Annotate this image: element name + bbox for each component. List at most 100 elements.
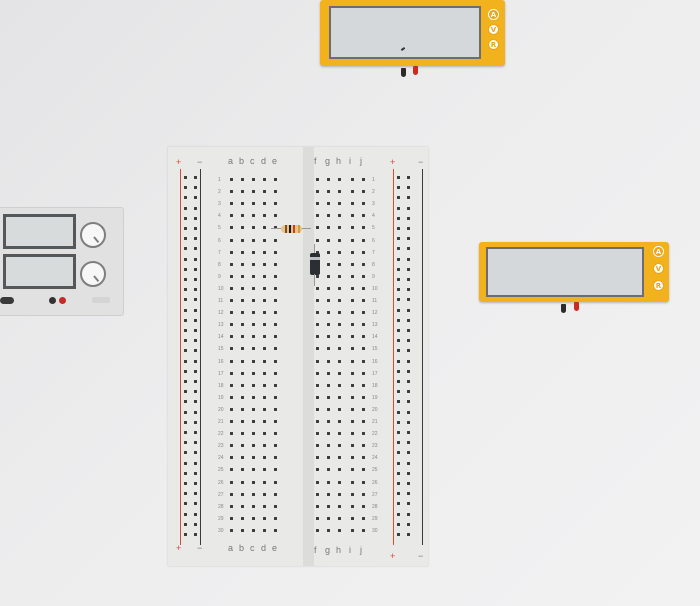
voltage-knob-icon[interactable] xyxy=(80,222,106,248)
breadboard-hole[interactable] xyxy=(351,516,354,520)
meter-top-black-probe[interactable] xyxy=(401,68,406,77)
breadboard-hole[interactable] xyxy=(338,480,341,484)
breadboard-hole[interactable] xyxy=(327,299,330,302)
breadboard-hole[interactable] xyxy=(362,516,365,520)
rail-hole[interactable] xyxy=(407,318,410,322)
rail-hole[interactable] xyxy=(407,380,410,383)
breadboard-hole[interactable] xyxy=(351,202,354,206)
breadboard-hole[interactable] xyxy=(230,480,233,484)
rail-hole[interactable] xyxy=(184,400,187,404)
rail-hole[interactable] xyxy=(407,471,410,475)
breadboard-hole[interactable] xyxy=(316,178,319,181)
breadboard-hole[interactable] xyxy=(263,299,266,302)
breadboard-hole[interactable] xyxy=(351,262,354,266)
breadboard-hole[interactable] xyxy=(230,444,233,448)
rail-hole[interactable] xyxy=(397,512,400,516)
breadboard-hole[interactable] xyxy=(252,504,255,508)
breadboard-hole[interactable] xyxy=(327,420,330,423)
breadboard-hole[interactable] xyxy=(252,528,255,532)
breadboard-hole[interactable] xyxy=(230,335,233,339)
breadboard-hole[interactable] xyxy=(338,420,341,423)
breadboard-hole[interactable] xyxy=(241,395,244,399)
rail-hole[interactable] xyxy=(194,329,197,332)
breadboard-hole[interactable] xyxy=(241,528,244,532)
power-supply[interactable] xyxy=(0,207,124,316)
rail-hole[interactable] xyxy=(397,196,400,200)
breadboard-hole[interactable] xyxy=(316,335,319,339)
breadboard-hole[interactable] xyxy=(351,178,354,181)
rail-hole[interactable] xyxy=(194,441,197,445)
breadboard-hole[interactable] xyxy=(362,250,365,254)
breadboard-hole[interactable] xyxy=(327,504,330,508)
breadboard-hole[interactable] xyxy=(263,286,266,290)
breadboard-hole[interactable] xyxy=(351,444,354,448)
rail-hole[interactable] xyxy=(397,441,400,445)
breadboard-hole[interactable] xyxy=(230,250,233,254)
breadboard-hole[interactable] xyxy=(362,299,365,302)
breadboard-hole[interactable] xyxy=(327,262,330,266)
breadboard-hole[interactable] xyxy=(241,420,244,423)
rail-hole[interactable] xyxy=(184,318,187,322)
breadboard-hole[interactable] xyxy=(351,456,354,460)
breadboard-hole[interactable] xyxy=(362,528,365,532)
breadboard-hole[interactable] xyxy=(241,468,244,472)
rail-hole[interactable] xyxy=(194,369,197,373)
breadboard-hole[interactable] xyxy=(362,311,365,315)
breadboard-hole[interactable] xyxy=(241,516,244,520)
breadboard-hole[interactable] xyxy=(362,335,365,339)
breadboard-hole[interactable] xyxy=(316,274,319,278)
breadboard-hole[interactable] xyxy=(316,395,319,399)
breadboard-hole[interactable] xyxy=(274,432,277,436)
breadboard-hole[interactable] xyxy=(327,432,330,436)
breadboard-hole[interactable] xyxy=(263,214,266,218)
breadboard-hole[interactable] xyxy=(230,395,233,399)
breadboard-hole[interactable] xyxy=(230,420,233,423)
rail-hole[interactable] xyxy=(407,216,410,220)
mode-button-r[interactable]: R xyxy=(488,39,499,50)
rail-hole[interactable] xyxy=(407,186,410,190)
breadboard-hole[interactable] xyxy=(338,262,341,266)
breadboard-hole[interactable] xyxy=(230,492,233,496)
rail-hole[interactable] xyxy=(194,451,197,455)
rail-hole[interactable] xyxy=(184,522,187,526)
diode[interactable] xyxy=(310,244,320,286)
breadboard-hole[interactable] xyxy=(241,178,244,181)
breadboard-hole[interactable] xyxy=(252,456,255,460)
breadboard-hole[interactable] xyxy=(351,407,354,411)
breadboard-hole[interactable] xyxy=(316,407,319,411)
breadboard-hole[interactable] xyxy=(241,371,244,375)
breadboard-hole[interactable] xyxy=(263,323,266,327)
breadboard-hole[interactable] xyxy=(316,383,319,387)
rail-hole[interactable] xyxy=(397,482,400,485)
breadboard-hole[interactable] xyxy=(351,395,354,399)
rail-hole[interactable] xyxy=(184,441,187,445)
breadboard-hole[interactable] xyxy=(263,528,266,532)
rail-hole[interactable] xyxy=(397,410,400,414)
breadboard-hole[interactable] xyxy=(263,480,266,484)
breadboard-hole[interactable] xyxy=(230,262,233,266)
breadboard-hole[interactable] xyxy=(274,347,277,351)
breadboard-hole[interactable] xyxy=(362,504,365,508)
rail-hole[interactable] xyxy=(397,369,400,373)
rail-hole[interactable] xyxy=(397,247,400,251)
breadboard-hole[interactable] xyxy=(274,286,277,290)
breadboard-hole[interactable] xyxy=(327,335,330,339)
breadboard-hole[interactable] xyxy=(263,202,266,206)
rail-hole[interactable] xyxy=(194,471,197,475)
rail-hole[interactable] xyxy=(407,482,410,485)
breadboard-hole[interactable] xyxy=(252,262,255,266)
breadboard-hole[interactable] xyxy=(362,347,365,351)
breadboard-hole[interactable] xyxy=(263,262,266,266)
breadboard-hole[interactable] xyxy=(252,371,255,375)
rail-hole[interactable] xyxy=(184,359,187,363)
breadboard-hole[interactable] xyxy=(263,190,266,194)
breadboard-hole[interactable] xyxy=(327,371,330,375)
breadboard-hole[interactable] xyxy=(230,274,233,278)
breadboard-hole[interactable] xyxy=(338,347,341,351)
positive-terminal[interactable] xyxy=(59,297,66,304)
breadboard-hole[interactable] xyxy=(351,480,354,484)
rail-hole[interactable] xyxy=(407,390,410,394)
rail-hole[interactable] xyxy=(184,186,187,190)
rail-hole[interactable] xyxy=(184,431,187,434)
rail-hole[interactable] xyxy=(184,288,187,292)
